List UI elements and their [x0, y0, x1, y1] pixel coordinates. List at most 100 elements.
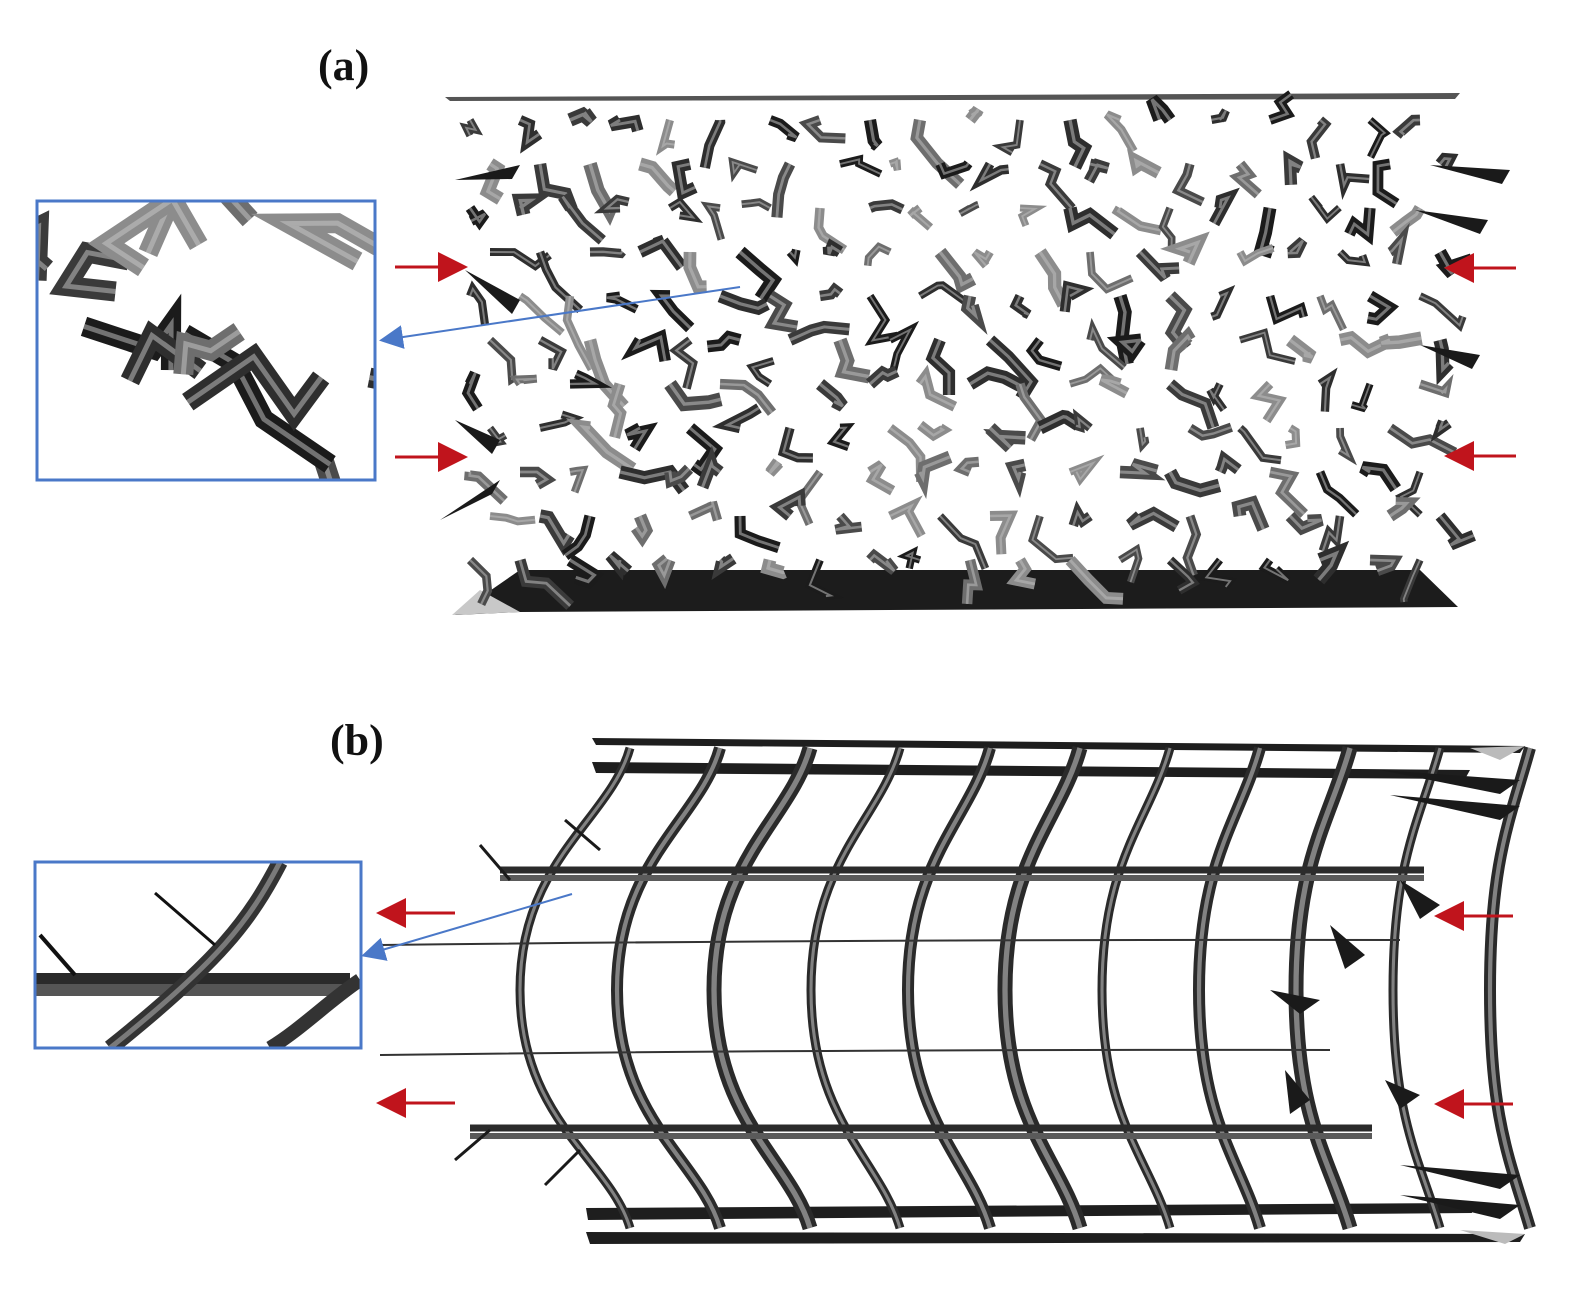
ribbon-highlight	[868, 119, 879, 148]
ribbon-highlight	[1038, 251, 1066, 306]
ribbon-highlight	[1209, 383, 1225, 411]
ribbon-highlight	[1139, 427, 1147, 447]
ribbon-highlight	[731, 160, 758, 176]
callout-arrow-icon	[361, 893, 573, 961]
top-plate-b1	[592, 738, 1525, 753]
ribbon-highlight	[1013, 559, 1036, 586]
ribbon-highlight	[1129, 511, 1178, 529]
ribbon-highlight	[775, 163, 792, 218]
ribbon-highlight	[1310, 119, 1327, 159]
ribbon-highlight	[1339, 335, 1384, 354]
ribbon-highlight	[968, 108, 980, 121]
ribbon-highlight	[1089, 251, 1133, 291]
ribbon-highlight	[518, 559, 572, 607]
ribbon-highlight	[519, 118, 541, 146]
ribbon-highlight	[1119, 462, 1158, 475]
ribbon-highlight	[518, 198, 537, 216]
ribbon-highlight	[869, 553, 896, 572]
ribbon-highlight	[569, 468, 585, 493]
ribbon-highlight	[1389, 426, 1456, 454]
thin-wire	[379, 1048, 1331, 1056]
ribbon	[888, 495, 926, 538]
ribbon-highlight	[965, 559, 978, 604]
ribbon-highlight	[1211, 291, 1229, 318]
ribbon-highlight	[1239, 427, 1282, 462]
ribbon-whisker	[543, 1148, 582, 1187]
ribbon-highlight	[866, 245, 891, 266]
ribbon	[734, 515, 781, 553]
callout-arrow-icon	[379, 286, 741, 349]
ribbon-highlight	[723, 406, 760, 430]
ribbon-highlight	[689, 501, 719, 521]
ribbon-highlight	[626, 426, 649, 450]
ribbon-highlight	[909, 207, 931, 229]
inset-b	[33, 860, 363, 1050]
ribbon-highlight	[789, 325, 850, 342]
hoop-highlight	[1391, 747, 1442, 1229]
ribbon-highlight	[1014, 295, 1030, 316]
ribbon-highlight	[1218, 456, 1240, 473]
ribbon-highlight	[889, 327, 913, 372]
ribbon-highlight	[1321, 515, 1342, 552]
ribbon-highlight	[1288, 338, 1314, 359]
load-arrows-b	[376, 898, 1513, 1119]
ribbon-highlight	[657, 557, 672, 579]
ribbon-highlight	[603, 198, 629, 210]
ribbon-highlight	[1072, 509, 1091, 526]
ribbon-highlight	[468, 471, 506, 502]
ribbon-spike	[1385, 1080, 1420, 1109]
ribbon-highlight	[1169, 333, 1192, 371]
panel-label-b: (b)	[330, 716, 384, 765]
ribbon-highlight	[1339, 251, 1367, 264]
ribbon-highlight	[919, 423, 946, 437]
ribbon-highlight	[1068, 207, 1116, 236]
ribbon-highlight	[930, 339, 951, 395]
ribbon-highlight	[918, 373, 956, 408]
ribbon-highlight	[1262, 559, 1289, 582]
ribbon-highlight	[1398, 118, 1421, 136]
ribbon-highlight	[1068, 558, 1124, 601]
hoop-highlight	[518, 747, 632, 1229]
ribbon-highlight	[1239, 246, 1274, 263]
ribbon-highlight	[1438, 515, 1475, 547]
ribbon-highlight	[965, 295, 979, 321]
ribbon-highlight	[1318, 471, 1357, 516]
ribbon-highlight	[1204, 559, 1232, 588]
ribbon-highlight	[1212, 195, 1231, 225]
ribbon-highlight	[776, 494, 802, 518]
ribbon-highlight	[658, 294, 692, 330]
ribbon-highlight	[738, 515, 780, 550]
ribbon-highlight	[1150, 98, 1172, 121]
ribbon-highlight	[782, 427, 813, 460]
ribbon-highlight	[569, 372, 600, 386]
hoop-highlight	[1002, 747, 1083, 1229]
ribbon-highlight	[919, 284, 968, 304]
hoop-highlight	[1100, 747, 1172, 1229]
ribbon-highlight	[1419, 382, 1448, 395]
ribbon-highlight	[639, 162, 676, 193]
panel-b-structure	[379, 738, 1536, 1244]
ribbon-highlight	[805, 118, 846, 140]
ribbon-highlight	[464, 119, 478, 137]
hoop-ribbon	[610, 746, 726, 1230]
ribbon-highlight	[1063, 285, 1085, 312]
hoop-highlight	[809, 747, 902, 1229]
ribbon-highlight	[959, 203, 979, 215]
ribbon-highlight	[489, 515, 536, 523]
ribbon-highlight	[1138, 250, 1180, 280]
ribbon-highlight	[869, 203, 904, 211]
ribbon-highlight	[835, 515, 862, 531]
inset-frame-b	[33, 860, 363, 1050]
ribbon-highlight	[988, 426, 1026, 449]
ribbon-highlight	[1319, 295, 1345, 330]
ribbon-highlight	[769, 294, 798, 329]
ribbon-highlight	[1100, 378, 1128, 395]
ribbon-highlight	[1402, 559, 1421, 603]
ribbon-highlight	[839, 158, 882, 175]
hoop-ribbon	[997, 745, 1088, 1231]
ribbon-highlight	[1288, 158, 1302, 185]
ribbon	[1316, 294, 1347, 332]
ribbon-highlight	[1069, 460, 1097, 482]
ribbon-highlight	[1089, 326, 1125, 369]
ribbon-spike	[1285, 1070, 1310, 1114]
